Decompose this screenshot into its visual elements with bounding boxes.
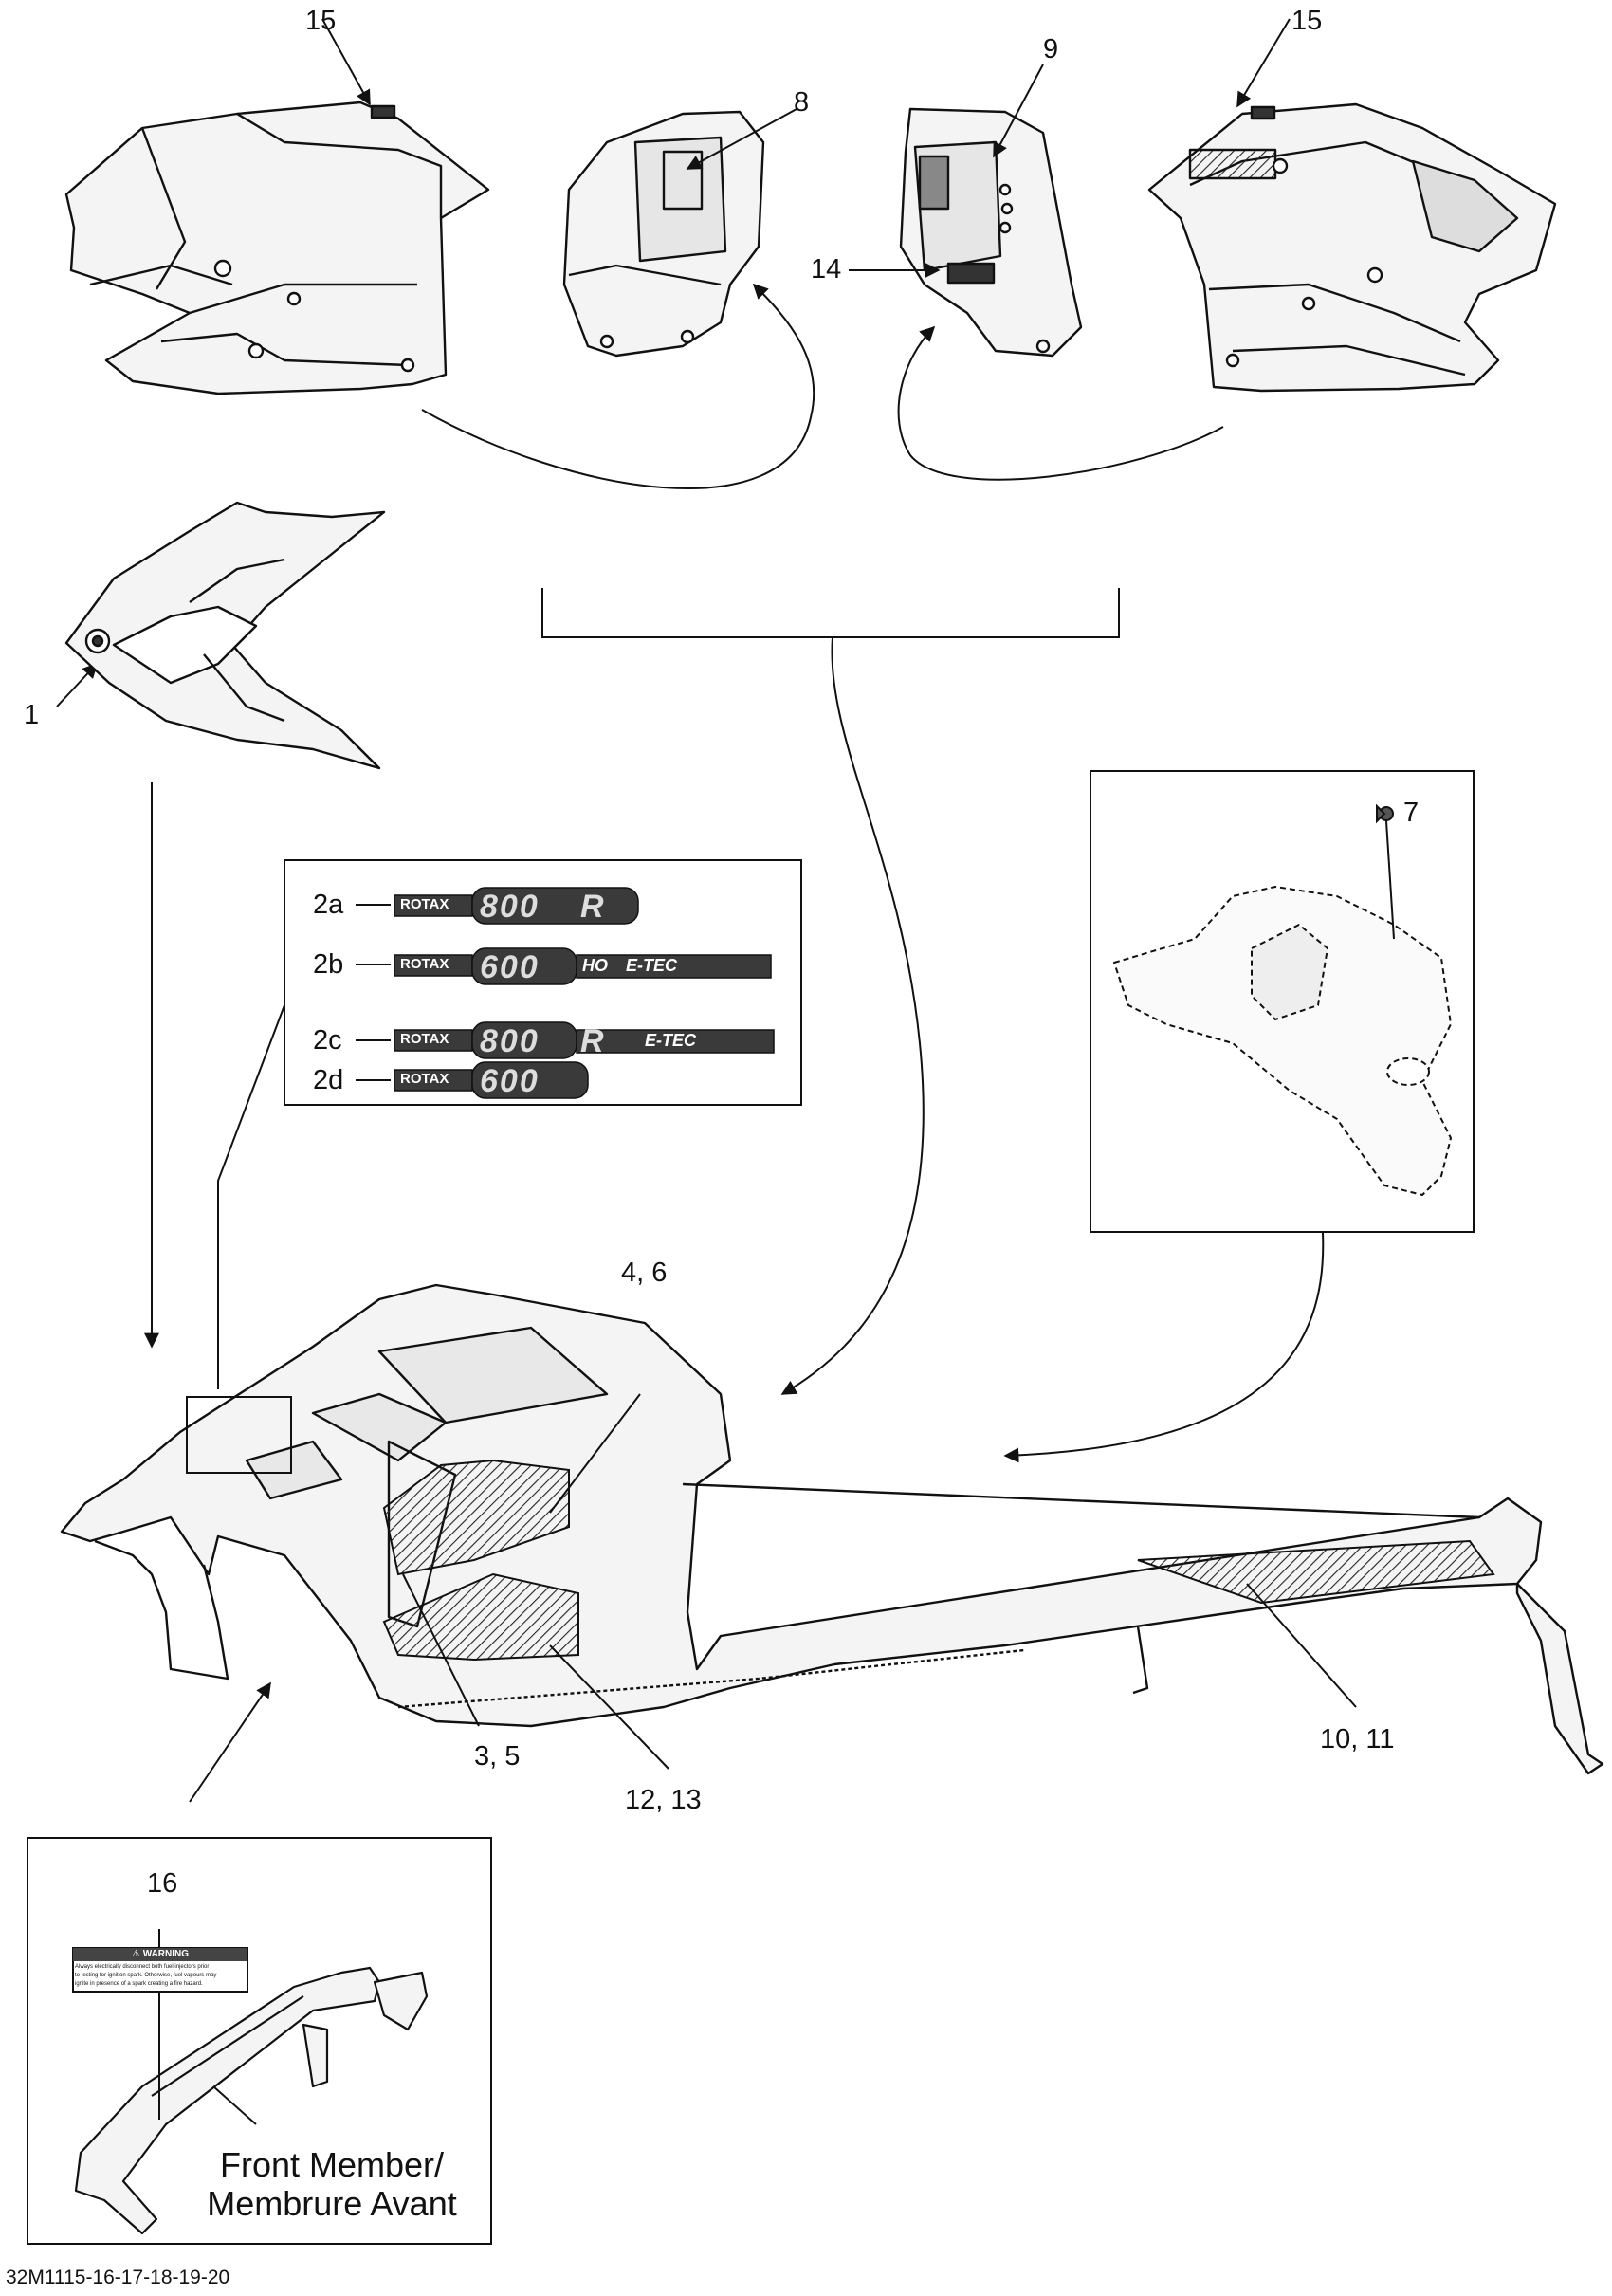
decal-extra: E-TEC [645,1031,696,1050]
callout-15-left: 15 [305,6,337,36]
callout-1: 1 [24,700,40,730]
right-console-panel [899,107,1083,358]
decal-extra: E-TEC [626,956,677,975]
decal-ref: 2b [313,949,344,980]
front-member-caption: Front Member/ Membrure Avant [190,2145,474,2224]
left-console-panel [562,110,765,358]
front-member-inset-frame [27,1837,492,2245]
decal-suffix: HO [582,956,608,975]
front-member [74,1966,429,2235]
hood [64,501,386,770]
decal-model: 600 [480,1063,540,1099]
chassis-hatched-decals [382,1459,1495,1662]
left-side-panel [64,101,490,395]
warning-line-2: to testing for ignition spark. Otherwise… [75,1973,217,1978]
decal-brand: ROTAX [400,956,449,972]
fuel-cap-inset-frame [1090,770,1475,1233]
callout-10-11: 10, 11 [1320,1724,1395,1754]
caption-line-2: Membrure Avant [207,2184,457,2224]
caption-line-1: Front Member/ [219,2145,445,2184]
decal-brand: ROTAX [400,896,449,912]
decal-suffix: R [580,889,604,925]
callout-7: 7 [1403,798,1420,828]
front-detail-box [186,1396,292,1474]
fuel-tank-console [1113,886,1452,1196]
decal-suffix: R [580,1023,604,1059]
fuel-cap-hardware [1376,803,1395,940]
decal-model: 600 [480,949,540,985]
callout-12-13: 12, 13 [625,1785,702,1815]
callout-4-6: 4, 6 [621,1258,668,1288]
warning-line-1: Always electrically disconnect both fuel… [75,1964,210,1970]
figure-code: 32M1115-16-17-18-19-20 [6,2267,230,2288]
right-side-panel [1147,102,1557,393]
callout-9: 9 [1043,34,1059,64]
decal-list-frame [284,859,802,1106]
callout-15-right: 15 [1291,6,1323,36]
decal-ref: 2c [313,1025,342,1056]
decal-model: 800 [480,889,540,925]
callout-14: 14 [811,254,842,285]
warning-label [72,1947,248,1993]
warning-line-3: ignite in presence of a spark creating a… [75,1981,203,1987]
warning-title: ⚠ WARNING [131,1949,190,1959]
decal-brand: ROTAX [400,1031,449,1047]
warning-label-text: ⚠ WARNING Always electrically disconnect… [75,1949,246,1989]
decal-brand: ROTAX [400,1071,449,1087]
callout-16: 16 [147,1868,178,1899]
callout-8: 8 [794,87,810,118]
decal-ref: 2a [313,890,344,920]
decal-swatches [356,887,775,1099]
decal-model: 800 [480,1023,540,1059]
decal-ref: 2d [313,1065,344,1095]
callout-3-5: 3, 5 [474,1741,521,1772]
